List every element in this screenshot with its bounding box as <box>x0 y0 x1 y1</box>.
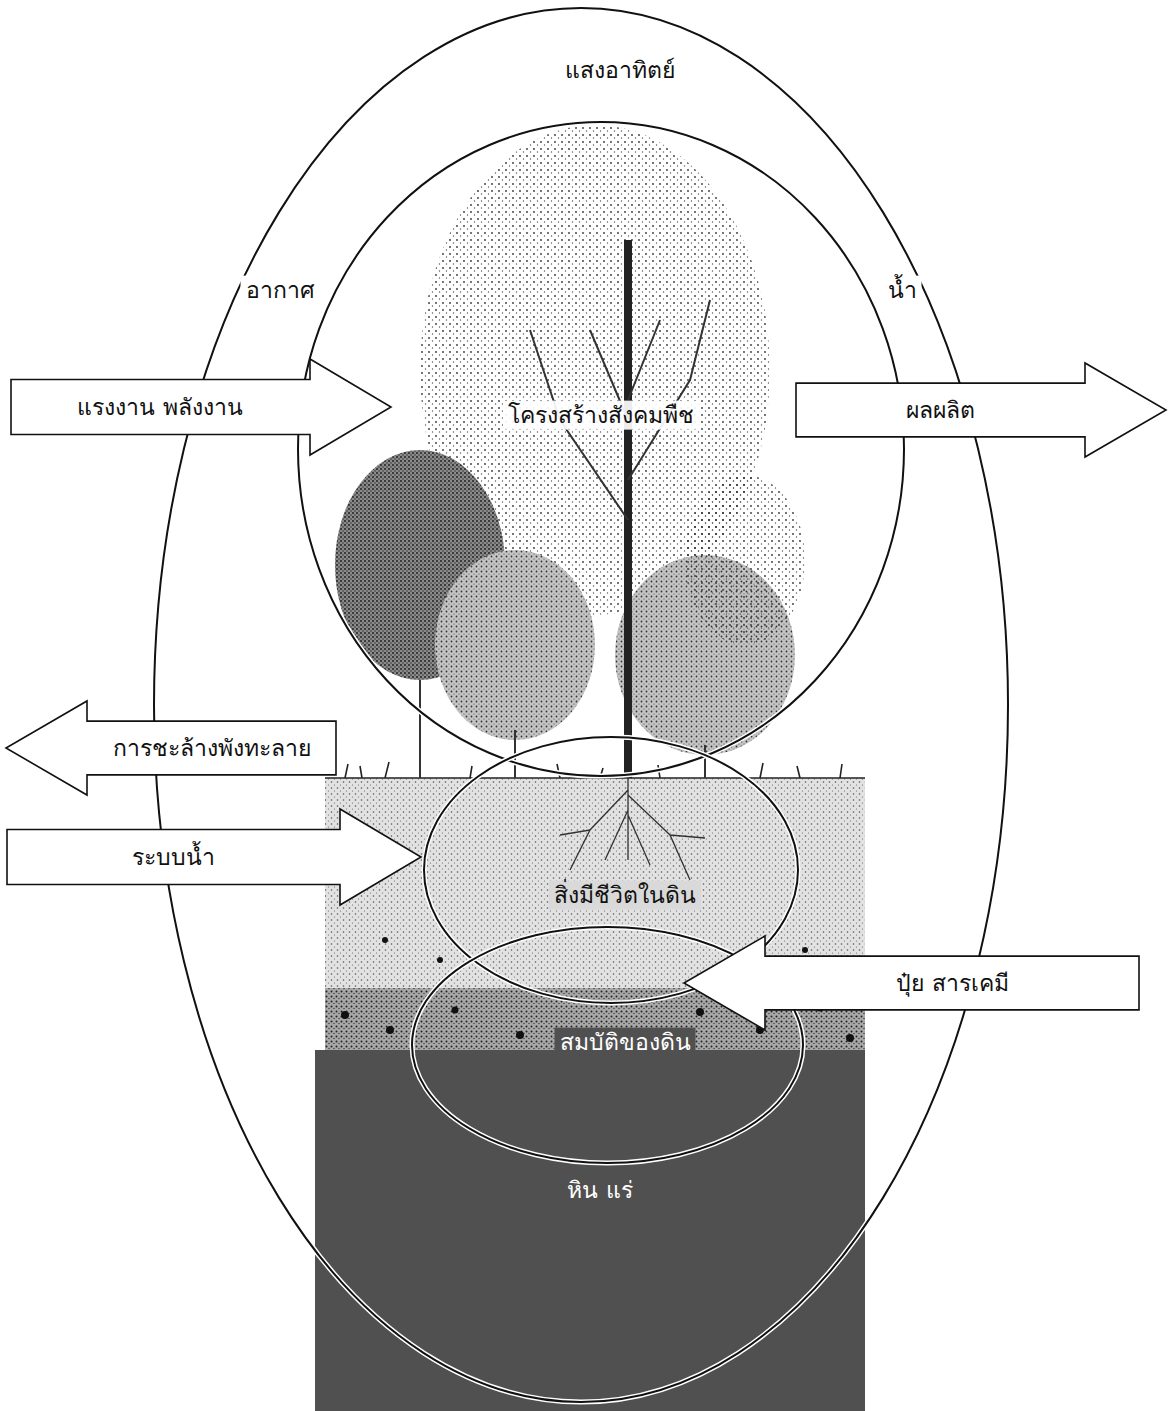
branches <box>420 300 710 778</box>
outline <box>154 8 1008 1402</box>
rock-band: หิน แร่ <box>315 1050 865 1411</box>
input-arrow: ปุ๋ย สารเคมี <box>683 935 1140 1031</box>
node-label: แรงงาน พลังงาน <box>72 393 247 422</box>
plant-circle: โครงสร้างสังคมพืช <box>296 120 906 778</box>
node-label: สิ่งมีชีวิตในดิน <box>549 881 701 910</box>
outline-halo <box>154 8 1008 1402</box>
rock-rect <box>315 1050 865 1411</box>
node-label: การชะล้างพังทะลาย <box>108 734 316 763</box>
small-tree-crown <box>685 475 805 645</box>
node-label: หิน แร่ <box>562 1176 637 1205</box>
node-label: สมบัติของดิน <box>555 1028 696 1057</box>
outer-ellipse: แสงอาทิตย์อากาศ น้ำโครงสร้างสังคมพืชสิ่งม… <box>152 6 1010 1404</box>
ellipse-outline <box>296 120 906 778</box>
node-label: แสงอาทิตย์ <box>560 56 680 85</box>
trunk <box>624 240 632 778</box>
arrow-outline <box>684 936 1139 1030</box>
node-label: อากาศ <box>241 276 320 305</box>
arrow-outline <box>7 809 421 905</box>
loss-arrow: การชะล้างพังทะลาย <box>5 700 337 796</box>
block-arrow <box>795 362 1167 458</box>
outline-halo <box>298 122 904 776</box>
bush <box>435 550 595 740</box>
rock-fill <box>315 1050 865 1411</box>
input-arrow: แรงงาน พลังงาน <box>10 358 392 456</box>
outline <box>298 122 904 776</box>
arrow-outline <box>6 701 336 795</box>
arrow-outline <box>796 363 1166 457</box>
node-label: ผลผลิต <box>901 396 980 425</box>
arrow-outline <box>11 359 391 455</box>
input-arrow: ระบบน้ำ <box>6 808 422 906</box>
node-label: ระบบน้ำ <box>127 843 220 872</box>
trees <box>335 125 842 778</box>
roots <box>560 778 705 880</box>
ellipse-outline <box>152 6 1010 1404</box>
node-label: น้ำ <box>883 276 922 305</box>
node-label: ปุ๋ย สารเคมี <box>891 969 1013 998</box>
node-label: โครงสร้างสังคมพืช <box>503 401 699 430</box>
output-arrow: ผลผลิต <box>795 362 1167 458</box>
